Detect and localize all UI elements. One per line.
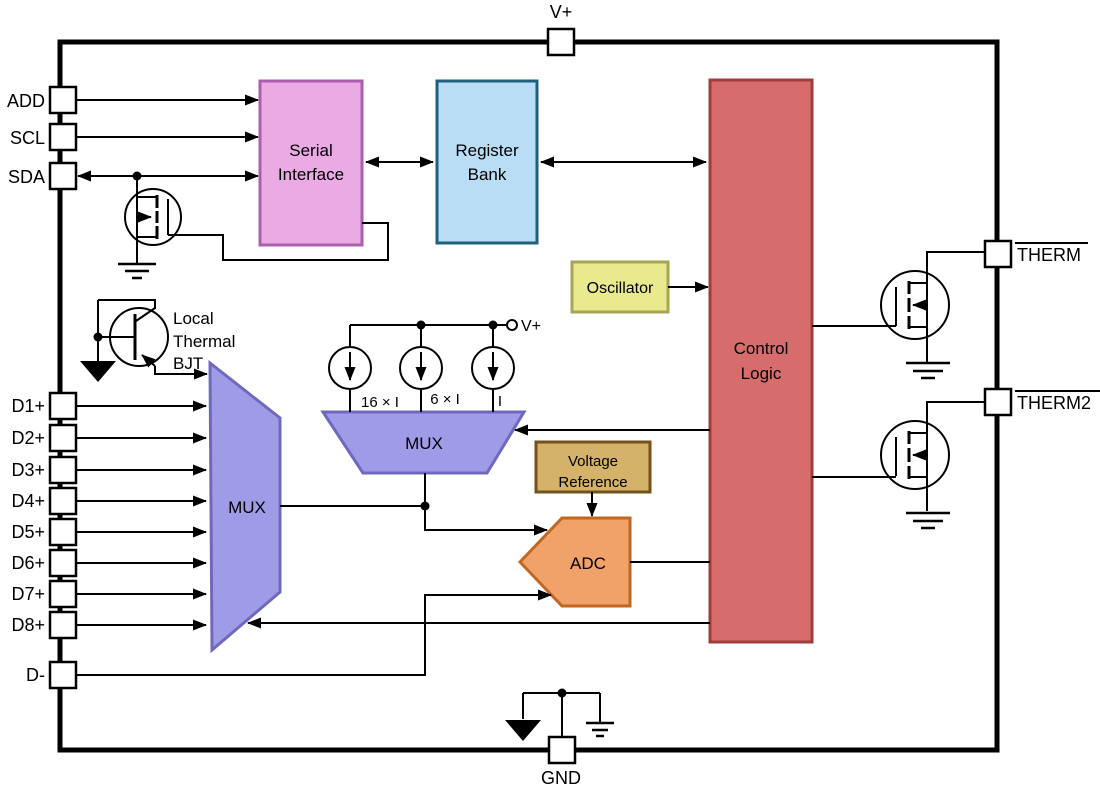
d5-pin-label: D5+ (11, 522, 45, 542)
earth-ground-therm2-icon (906, 511, 950, 530)
earth-ground-gnd-icon (586, 721, 614, 738)
earth-ground-sda-icon (118, 262, 156, 280)
control-logic-label-line1: Control (734, 339, 789, 358)
junction-dot (93, 332, 103, 342)
pin-d2 (48, 423, 78, 453)
local-bjt-label-line1: Local (173, 309, 214, 328)
d2-pin-label: D2+ (11, 428, 45, 448)
bjt-emitter-arrow (141, 354, 156, 368)
sda-pin-label: SDA (8, 167, 45, 187)
pin-scl (48, 122, 78, 152)
analog-ground-bjt-icon (80, 361, 116, 382)
control-logic-label-line2: Logic (741, 364, 782, 383)
bjt-body-circle (109, 307, 169, 367)
wire-current-mux-to-adc (424, 473, 548, 536)
vplus-tap-terminal (506, 319, 518, 331)
pin-d6 (48, 548, 78, 578)
pin-vplus (546, 27, 576, 57)
wire-dminus-to-adc (76, 589, 552, 676)
register-bank-label-line1: Register (455, 141, 519, 160)
pin-therm2 (983, 387, 1013, 417)
local-bjt-label-line3: BJT (173, 354, 203, 373)
pin-therm (983, 239, 1013, 269)
local-bjt-label-line2: Thermal (173, 332, 235, 351)
gnd-pin-label: GND (541, 768, 581, 788)
voltage-reference-label-line1: Voltage (568, 453, 618, 470)
bjt-collector (135, 307, 156, 322)
pin-sda (48, 161, 78, 191)
current-source-6x-icon (399, 346, 443, 390)
voltage-reference-label-line2: Reference (558, 474, 627, 491)
mosfet-terminals (136, 196, 157, 238)
current-source-16x-label: 16 × I (361, 394, 399, 411)
wire-bjt-emitter-to-mux (154, 366, 208, 380)
mosfet-body-circle (124, 188, 182, 246)
pin-d7 (48, 579, 78, 609)
pin-d1 (48, 391, 78, 421)
current-source-circle (328, 346, 372, 390)
pin-d5 (48, 517, 78, 547)
pin-add (48, 85, 78, 115)
therm-mosfet-icon (880, 270, 950, 340)
current-source-6x-label: 6 × I (430, 391, 460, 408)
d6-pin-label: D6+ (11, 553, 45, 573)
oscillator-block (570, 260, 670, 314)
pin-gnd (547, 735, 577, 765)
serial-interface-label-line2: Interface (278, 165, 344, 184)
pin-dminus (48, 660, 78, 690)
mosfet-terminals (909, 432, 928, 478)
mosfet-body-circle (880, 270, 950, 340)
pin-d3 (48, 455, 78, 485)
sda-mosfet-icon (124, 188, 182, 246)
wire-serial-interface-to-sda-gate (168, 222, 389, 261)
register-bank-label-line2: Bank (468, 165, 507, 184)
earth-ground-therm-icon (906, 361, 950, 380)
local-thermal-bjt-icon (109, 307, 169, 368)
current-source-1x-label: I (498, 393, 502, 410)
vplus-pin-label: V+ (550, 2, 573, 22)
current-source-16x-icon (328, 346, 372, 390)
add-pin-label: ADD (7, 91, 45, 111)
current-source-circle (471, 346, 515, 390)
mosfet-terminals (909, 282, 928, 328)
oscillator-label: Oscillator (587, 280, 654, 297)
junction-dot (557, 688, 567, 698)
d7-pin-label: D7+ (11, 584, 45, 604)
junction-dot (416, 320, 426, 330)
junction-dot (488, 320, 498, 330)
serial-interface-block (258, 79, 364, 247)
current-mux-block (320, 410, 527, 475)
d8-pin-label: D8+ (11, 615, 45, 635)
d4-pin-label: D4+ (11, 491, 45, 511)
junction-dot (132, 171, 142, 181)
dminus-pin-label: D- (26, 665, 45, 685)
analog-ground-gnd-icon (505, 720, 541, 741)
input-mux-label: MUX (228, 498, 266, 517)
pin-d4 (48, 486, 78, 516)
mosfet-body-circle (880, 420, 950, 490)
therm-pin-label: THERM (1017, 245, 1081, 265)
junction-dot (420, 501, 430, 511)
d1-pin-label: D1+ (11, 396, 45, 416)
current-mux-label: MUX (405, 434, 443, 453)
internal-vplus-label: V+ (521, 318, 541, 335)
wire-bjt-collector-tie (98, 299, 156, 309)
scl-pin-label: SCL (10, 128, 45, 148)
input-mux-block (208, 359, 282, 654)
serial-interface-label-line1: Serial (289, 141, 332, 160)
d3-pin-label: D3+ (11, 460, 45, 480)
register-bank-block (435, 79, 539, 245)
control-logic-block (708, 78, 814, 644)
wire-current-source-bottoms (349, 389, 494, 412)
adc-label: ADC (570, 554, 606, 573)
current-source-circle (399, 346, 443, 390)
pin-d8 (48, 610, 78, 640)
current-source-1x-icon (471, 346, 515, 390)
therm2-mosfet-icon (880, 420, 950, 490)
therm2-pin-label: THERM2 (1017, 393, 1091, 413)
